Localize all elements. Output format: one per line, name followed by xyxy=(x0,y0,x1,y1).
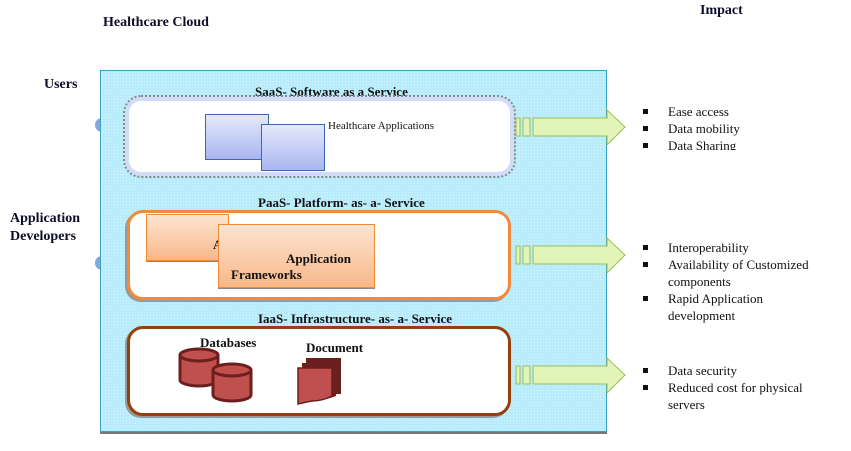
framework-label-line2: Frameworks xyxy=(231,267,302,282)
impact-item: Data Sharing xyxy=(640,137,740,150)
saas-impact-list-clip: Ease access Data mobility Data Sharing xyxy=(640,103,840,150)
framework-label-line1: Application xyxy=(286,251,352,266)
actor-application-developers: Application Developers xyxy=(10,210,80,246)
application-window-icon xyxy=(205,114,269,160)
impact-item-line: Availability of Customized xyxy=(668,257,809,272)
impact-item-line: components xyxy=(668,274,731,289)
impact-item: Ease access xyxy=(640,103,740,120)
saas-impact-list: Ease access Data mobility Data Sharing xyxy=(640,103,740,150)
diagram-title: Healthcare Cloud xyxy=(103,15,209,30)
saas-layer-title: SaaS- Software as a Service xyxy=(255,84,408,99)
saas-component-label: Healthcare Applications xyxy=(328,120,434,132)
impact-item-line: servers xyxy=(668,397,705,412)
impact-item: Interoperability xyxy=(640,239,809,256)
impact-item: Data mobility xyxy=(640,120,740,137)
iaas-impact-list: Data security Reduced cost for physical s… xyxy=(640,362,803,413)
paas-layer-title: PaaS- Platform- as- a- Service xyxy=(258,195,425,210)
developer-icon xyxy=(95,256,104,270)
paas-impact-list: Interoperability Availability of Customi… xyxy=(640,239,809,324)
framework-box-front: Application Frameworks xyxy=(218,224,375,288)
iaas-layer-title: IaaS- Infrastructure- as- a- Service xyxy=(258,311,452,326)
paas-impact-arrow xyxy=(515,237,626,275)
impact-item-line: Rapid Application xyxy=(668,291,763,306)
impact-item: Rapid Application development xyxy=(640,290,809,324)
actor-label-line: Developers xyxy=(10,229,77,244)
document-icon xyxy=(297,358,341,405)
application-window-icon xyxy=(261,124,325,171)
databases-label: Databases xyxy=(200,335,257,350)
framework-box-back: A xyxy=(146,214,229,261)
impact-item: Reduced cost for physical servers xyxy=(640,379,803,413)
document-label: Document xyxy=(306,340,364,355)
impact-item-line: development xyxy=(668,308,736,323)
impact-item-line: Reduced cost for physical xyxy=(668,380,803,395)
user-icon xyxy=(95,118,104,132)
iaas-impact-arrow xyxy=(515,357,626,395)
impact-item: Availability of Customized components xyxy=(640,256,809,290)
database-icon xyxy=(178,347,253,403)
impact-item: Data security xyxy=(640,362,803,379)
saas-impact-arrow xyxy=(515,109,626,147)
actor-label-line: Application xyxy=(10,211,81,226)
framework-back-label: A xyxy=(213,237,222,253)
actor-users: Users xyxy=(44,77,78,92)
impact-header: Impact xyxy=(700,3,743,18)
